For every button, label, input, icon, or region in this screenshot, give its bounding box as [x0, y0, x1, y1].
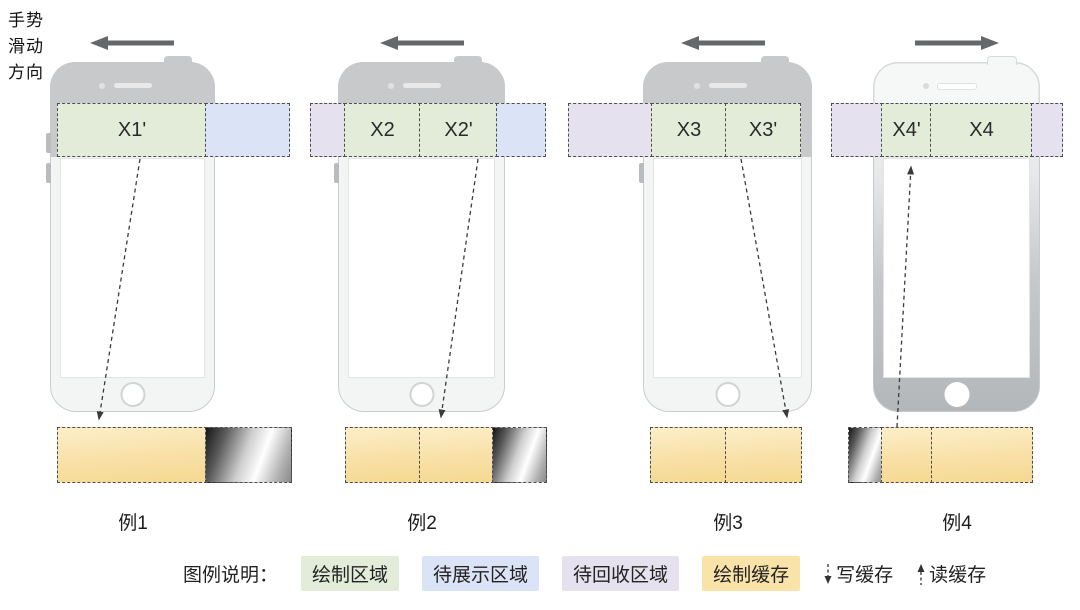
swipe-left-arrow-icon [380, 36, 464, 50]
band-label: X1' [117, 118, 147, 141]
power-button-icon [164, 56, 192, 64]
volume-button-icon [639, 163, 644, 183]
home-button-icon [944, 382, 969, 407]
write-cache-arrow-icon [824, 563, 832, 584]
legend-draw-cache: 绘制缓存 [702, 556, 801, 591]
camera-icon [98, 83, 105, 89]
band-label: X2' [444, 118, 473, 141]
draw-cache-segment [725, 427, 802, 483]
home-button-icon [715, 382, 740, 407]
phone-screen [348, 158, 495, 378]
legend: 图例说明： 绘制区域 待展示区域 待回收区域 绘制缓存 写缓存 读缓存 [183, 556, 986, 591]
power-button-icon [454, 56, 482, 64]
gesture-direction-label: 手势 滑动 方向 [8, 11, 44, 82]
speaker-icon [936, 83, 977, 90]
free-cache-segment [492, 427, 547, 483]
display-area-band [496, 103, 546, 157]
swipe-left-arrow-icon [681, 36, 765, 50]
legend-read-cache-label: 读缓存 [929, 565, 987, 586]
band-label: X3 [676, 118, 702, 141]
draw-cache-segment [881, 427, 933, 483]
draw-cache-segment [931, 427, 1033, 483]
camera-icon [922, 83, 929, 89]
draw-area-band: X4' [881, 103, 932, 157]
display-area-band [205, 103, 290, 157]
draw-area-band: X3' [725, 103, 801, 157]
legend-display-area: 待展示区域 [422, 556, 540, 591]
phone-screen [653, 158, 802, 378]
draw-cache-segment [57, 427, 207, 483]
swipe-left-arrow-icon [90, 36, 174, 50]
draw-area-band: X2 [344, 103, 421, 157]
draw-area-band: X1' [57, 103, 207, 157]
volume-button-icon [46, 163, 51, 183]
example-label: 例4 [942, 513, 972, 534]
legend-recycle-area: 待回收区域 [562, 556, 680, 591]
example-label: 例3 [713, 513, 743, 534]
home-button-icon [120, 382, 145, 407]
home-button-icon [409, 382, 434, 407]
read-cache-arrow-icon [917, 563, 925, 585]
legend-title: 图例说明： [183, 565, 279, 586]
draw-area-band: X4 [930, 103, 1033, 157]
draw-area-band: X2' [419, 103, 498, 157]
volume-button-icon [46, 133, 51, 153]
draw-cache-segment [345, 427, 421, 483]
camera-icon [693, 83, 700, 89]
phone-screen [883, 158, 1030, 378]
legend-write-cache-label: 写缓存 [836, 565, 894, 586]
band-label: X3' [748, 118, 778, 141]
legend-draw-area: 绘制区域 [301, 556, 400, 591]
band-label: X4 [969, 118, 994, 141]
recycle-area-band [568, 103, 653, 157]
recycle-area-band [310, 103, 346, 157]
example-label: 例2 [407, 513, 437, 534]
draw-cache-segment [650, 427, 727, 483]
camera-icon [387, 83, 394, 89]
band-label: X4' [892, 118, 921, 141]
speaker-icon [113, 83, 152, 88]
phone-screen [60, 158, 205, 378]
example-label: 例1 [118, 513, 148, 534]
swipe-right-arrow-icon [915, 36, 999, 50]
power-button-icon [761, 56, 789, 64]
draw-area-band: X3 [651, 103, 727, 157]
recycle-area-band [831, 103, 883, 157]
power-button-icon [987, 56, 1017, 65]
free-cache-segment [205, 427, 292, 483]
recycle-area-band [1031, 103, 1063, 157]
speaker-icon [708, 83, 747, 88]
volume-button-icon [334, 163, 339, 183]
draw-cache-segment [419, 427, 494, 483]
band-label: X2 [370, 118, 395, 141]
free-cache-segment [848, 427, 883, 483]
legend-write-cache: 写缓存 [823, 560, 893, 587]
legend-read-cache: 读缓存 [916, 560, 986, 587]
speaker-icon [402, 83, 441, 88]
